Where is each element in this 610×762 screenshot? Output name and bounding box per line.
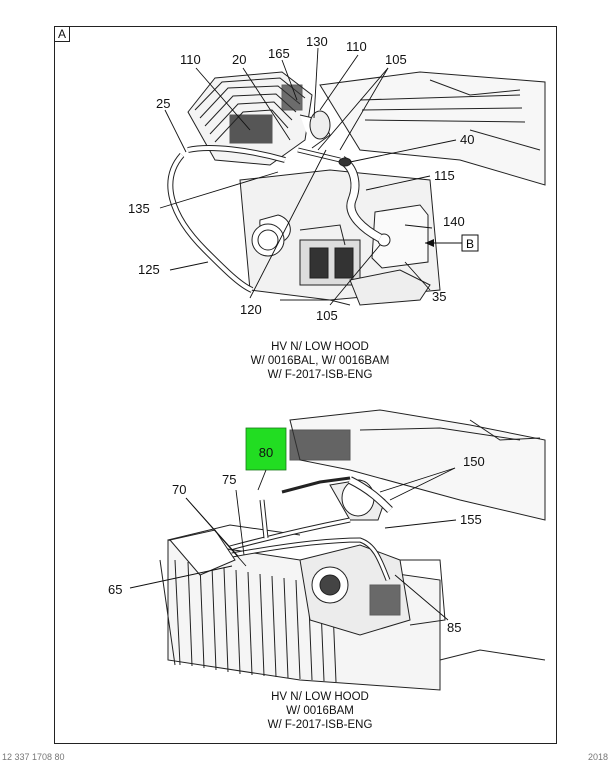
callout-label: 70 <box>172 482 186 497</box>
callout-label: 40 <box>460 132 474 147</box>
callout-label: 35 <box>432 289 446 304</box>
highlighted-part-box[interactable] <box>245 427 287 471</box>
callout-label: 20 <box>232 52 246 67</box>
callout-label: 65 <box>108 582 122 597</box>
caption-line: W/ F-2017-ISB-ENG <box>267 369 373 381</box>
upper-callouts: 110 20 165 130 110 105 25 40 115 135 140… <box>128 34 474 323</box>
lower-view-caption: HV N/ LOW HOOD W/ 0016BAM W/ F-2017-ISB-… <box>200 690 440 732</box>
callout-label: 75 <box>222 472 236 487</box>
caption-line: W/ F-2017-ISB-ENG <box>267 719 373 731</box>
callout-label-highlighted: 80 <box>259 445 273 460</box>
callout-label: 120 <box>240 302 262 317</box>
upper-view-caption: HV N/ LOW HOOD W/ 0016BAL, W/ 0016BAM W/… <box>200 340 440 382</box>
lower-callouts: 80 150 70 75 155 65 85 <box>108 445 485 635</box>
view-b-arrow <box>425 239 434 247</box>
caption-line: HV N/ LOW HOOD <box>271 341 369 353</box>
callout-label: 115 <box>434 168 455 183</box>
sheet-letter-tag: A <box>54 26 70 42</box>
callout-label: 165 <box>268 46 290 61</box>
callout-label: 130 <box>306 34 328 49</box>
view-b-label: B <box>466 237 474 251</box>
callout-label: 25 <box>156 96 170 111</box>
upper-engine-illustration <box>167 71 546 306</box>
diagram-frame <box>54 26 557 744</box>
callout-label: 150 <box>463 454 485 469</box>
callout-label: 110 <box>180 52 201 67</box>
lower-engine-illustration <box>159 409 546 691</box>
view-b-box <box>461 234 479 252</box>
caption-line: HV N/ LOW HOOD <box>271 691 369 703</box>
callout-label: 85 <box>447 620 461 635</box>
callout-label: 105 <box>385 52 407 67</box>
callout-label: 125 <box>138 262 160 277</box>
callout-label: 140 <box>443 214 465 229</box>
footer-year: 2018 <box>587 752 608 762</box>
callout-label: 105 <box>316 308 338 323</box>
callout-label: 110 <box>346 39 367 54</box>
upper-leader-lines <box>159 47 462 306</box>
footer-part-number: 12 337 1708 80 <box>2 752 65 762</box>
callout-label: 135 <box>128 201 150 216</box>
lower-leader-lines <box>129 467 457 621</box>
callout-label: 155 <box>460 512 482 527</box>
caption-line: W/ 0016BAM <box>286 705 354 717</box>
caption-line: W/ 0016BAL, W/ 0016BAM <box>250 355 390 367</box>
